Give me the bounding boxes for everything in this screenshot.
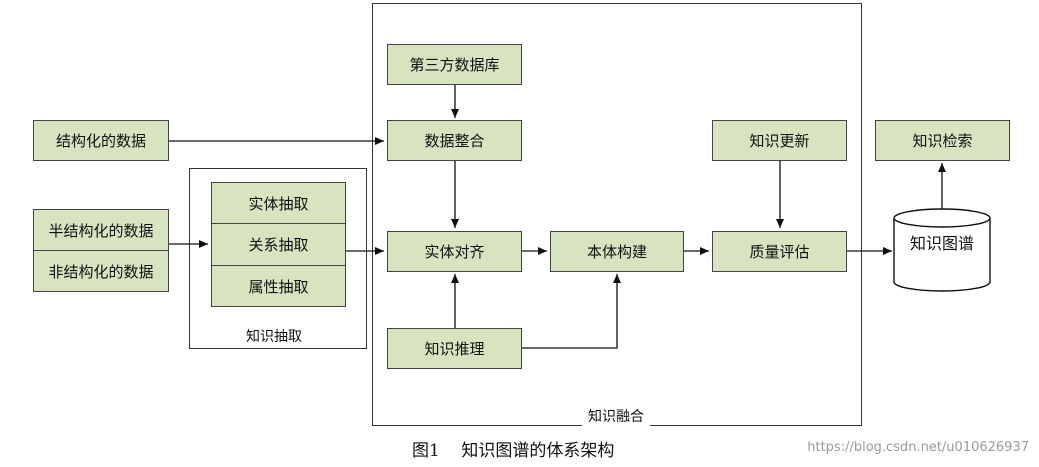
quality-assessment-node: 质量评估 [712, 231, 847, 272]
entity-extraction-node: 实体抽取 [211, 182, 346, 224]
relation-extraction-node: 关系抽取 [211, 223, 346, 266]
watermark: https://blog.csdn.net/u010626937 [807, 440, 1029, 455]
knowledge-update-node: 知识更新 [712, 120, 847, 161]
knowledge-reasoning-node: 知识推理 [387, 328, 522, 369]
knowledge-graph-cylinder [893, 208, 991, 292]
knowledge-graph-label: 知识图谱 [909, 234, 974, 253]
entity-alignment-node: 实体对齐 [387, 231, 522, 272]
third-party-database-node: 第三方数据库 [387, 44, 522, 85]
ontology-construction-node: 本体构建 [550, 231, 684, 272]
unstructured-data-node: 非结构化的数据 [33, 250, 169, 292]
data-integration-node: 数据整合 [387, 120, 522, 161]
structured-data-node: 结构化的数据 [33, 120, 169, 161]
knowledge-extraction-frame [189, 168, 367, 349]
arrow-reasoning-to-ontology [522, 274, 621, 349]
attribute-extraction-node: 属性抽取 [211, 265, 346, 307]
knowledge-extraction-label: 知识抽取 [240, 326, 308, 346]
knowledge-retrieval-node: 知识检索 [875, 120, 1010, 161]
semi-structured-data-node: 半结构化的数据 [33, 209, 169, 251]
figure-caption: 图1 知识图谱的体系架构 [412, 441, 615, 461]
knowledge-fusion-label: 知识融合 [582, 406, 650, 426]
